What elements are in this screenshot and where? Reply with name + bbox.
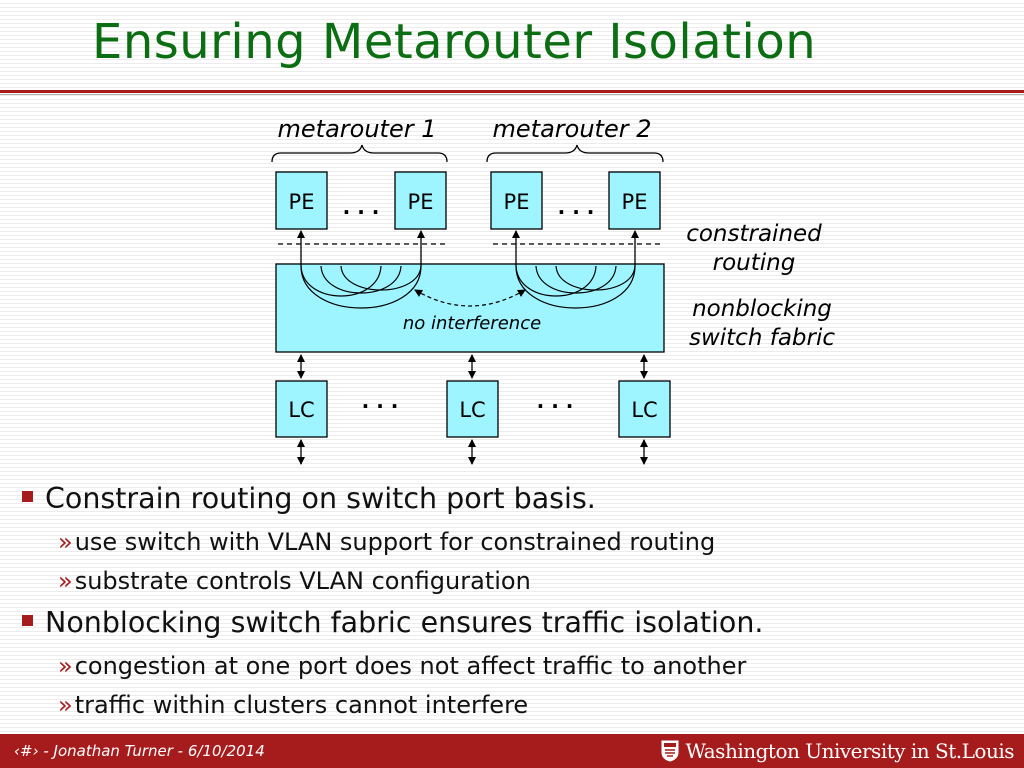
title-underline-thin	[0, 94, 1024, 95]
footer-bar: ‹#› - Jonathan Turner - 6/10/2014 Washin…	[0, 734, 1024, 768]
bullet-item: Nonblocking switch fabric ensures traffi…	[22, 606, 763, 639]
sub-bullet-item: »use switch with VLAN support for constr…	[58, 528, 715, 556]
pe-ellipsis-2: . . .	[558, 195, 595, 219]
metarouter-1-label: metarouter 1	[278, 115, 437, 143]
routing-arc	[320, 265, 402, 294]
pe-label: PE	[408, 190, 434, 214]
routing-arc	[555, 265, 636, 291]
university-shield-icon	[661, 740, 679, 762]
footer-text: ‹#› - Jonathan Turner - 6/10/2014	[14, 742, 265, 760]
pe-box-2	[394, 171, 447, 230]
metarouter-1-brace	[271, 144, 448, 163]
sub-bullet-marker: »	[58, 528, 73, 556]
sub-bullet-text: traffic within clusters cannot interfere	[74, 691, 529, 719]
lc-label: LC	[631, 398, 657, 422]
nonblocking-label-line2: switch fabric	[689, 325, 835, 351]
sub-bullet-item: »traffic within clusters cannot interfer…	[58, 691, 528, 719]
bullet-text: Constrain routing on switch port basis.	[45, 482, 596, 515]
pe-box-4	[608, 171, 661, 230]
sub-bullet-text: congestion at one port does not affect t…	[74, 652, 747, 680]
pe-label: PE	[622, 190, 648, 214]
no-interference-arrow	[414, 289, 526, 307]
slide-title: Ensuring Metarouter Isolation	[92, 14, 817, 70]
sub-bullet-marker: »	[58, 652, 73, 680]
sub-bullet-text: use switch with VLAN support for constra…	[74, 528, 716, 556]
routing-arc	[300, 265, 382, 297]
sub-bullet-item: »congestion at one port does not affect …	[58, 652, 746, 680]
lc-label: LC	[459, 398, 485, 422]
pe-ellipsis-1: . . .	[343, 195, 380, 219]
routing-arc	[340, 265, 422, 291]
lc-box-2	[446, 380, 499, 438]
constrained-routing-label-line1: constrained	[686, 221, 822, 247]
university-logo-text: Washington University in St.Louis	[685, 739, 1014, 763]
pe-box-3	[490, 171, 543, 230]
bullet-item: Constrain routing on switch port basis.	[22, 482, 596, 515]
routing-arc	[535, 265, 617, 294]
switch-fabric-box	[275, 263, 665, 353]
no-interference-label: no interference	[403, 313, 541, 334]
constrained-routing-label-line2: routing	[713, 250, 796, 276]
lc-ellipsis-1: . . .	[362, 389, 399, 413]
university-logo: Washington University in St.Louis	[661, 737, 1014, 765]
title-underline	[0, 90, 1024, 93]
lc-box-1	[275, 380, 328, 438]
sub-bullet-item: »substrate controls VLAN configuration	[58, 567, 531, 595]
metarouter-2-label: metarouter 2	[493, 115, 652, 143]
lc-label: LC	[288, 398, 314, 422]
bullet-square-icon	[22, 614, 33, 626]
sub-bullet-marker: »	[58, 691, 73, 719]
pe-label: PE	[289, 190, 315, 214]
routing-arc	[515, 265, 636, 309]
pe-label: PE	[504, 190, 530, 214]
sub-bullet-text: substrate controls VLAN configuration	[74, 567, 531, 595]
routing-arc	[515, 265, 597, 297]
bullet-square-icon	[22, 490, 33, 502]
sub-bullet-marker: »	[58, 567, 73, 595]
bullet-text: Nonblocking switch fabric ensures traffi…	[45, 606, 764, 639]
nonblocking-label-line1: nonblocking	[692, 296, 832, 322]
routing-arc	[300, 265, 422, 309]
lc-box-3	[618, 380, 671, 438]
metarouter-2-brace	[486, 144, 664, 163]
pe-box-1	[275, 171, 328, 230]
metarouter-diagram: metarouter 1 metarouter 2 PE PE PE PE . …	[271, 115, 835, 465]
lc-ellipsis-2: . . .	[537, 389, 574, 413]
